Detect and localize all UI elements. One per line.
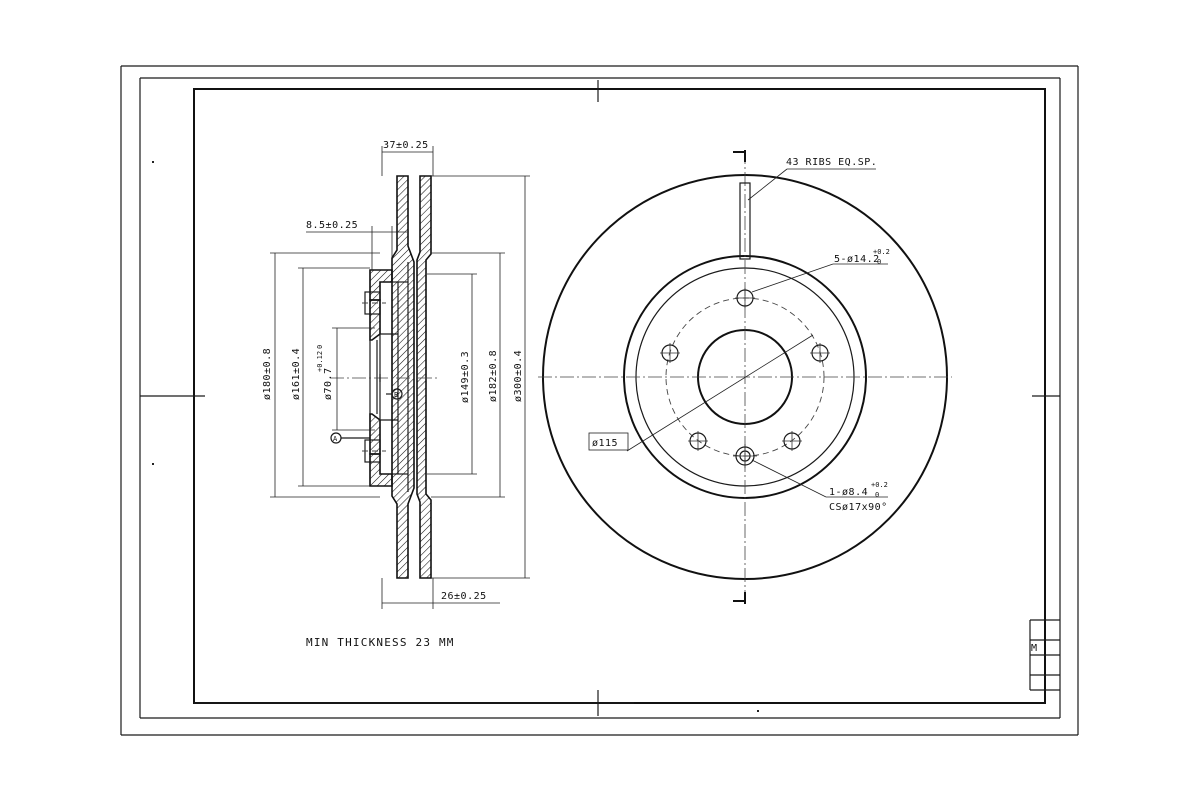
bolt-hole [735, 288, 755, 308]
dim-dia-70-tol-upper: +0.12 [316, 351, 324, 372]
dim-hub-depth: 26±0.25 [441, 591, 487, 602]
sheet-border [120, 65, 1079, 736]
bolt-holes-tol-lower: 0 [877, 258, 881, 266]
dim-dia-300: ø300±0.4 [513, 350, 524, 402]
locating-tol-upper: +0.2 [871, 481, 888, 489]
locating-hole-note: 1-ø8.4 [829, 487, 868, 498]
dim-dia-161: ø161±0.4 [291, 348, 302, 400]
dim-width-total: 37±0.25 [383, 140, 429, 151]
bolt-hole [660, 343, 680, 363]
ribs-note: 43 RIBS EQ.SP. [786, 157, 877, 168]
min-thickness-note: MIN THICKNESS 23 MM [306, 636, 455, 649]
dim-dia-149: ø149±0.3 [460, 351, 471, 403]
datum-a-label: A [333, 435, 338, 443]
pcd-note: ø115 [592, 438, 618, 449]
dim-dia-70: ø70.7 [323, 367, 334, 400]
front-view-annotations: 43 RIBS EQ.SP. 5-ø14.2 +0.2 0 ø115 1-ø8.… [588, 157, 890, 513]
datum-b-label: B [394, 391, 398, 399]
drawing-frame [140, 80, 1060, 716]
dim-dia-180: ø180±0.8 [262, 348, 273, 400]
locating-hole [733, 444, 757, 468]
bolt-hole [810, 343, 830, 363]
section-dimensions: 37±0.25 8.5±0.25 26±0.25 ø180±0.8 ø161±0… [262, 140, 530, 609]
dim-dia-182: ø182±0.8 [488, 350, 499, 402]
bolt-holes-tol-upper: +0.2 [873, 248, 890, 256]
title-block-fragment: M [1029, 619, 1060, 691]
dim-hat-offset: 8.5±0.25 [306, 220, 358, 231]
scan-specks [152, 161, 759, 712]
bolt-hole [688, 431, 708, 451]
front-view [538, 150, 952, 604]
bolt-hole [782, 431, 802, 451]
dim-dia-70-tol-lower: 0 [316, 345, 324, 349]
section-view: B A [330, 175, 440, 579]
countersink-note: CSø17x90° [829, 502, 888, 513]
locating-tol-lower: 0 [875, 491, 879, 499]
title-block-mark: M [1031, 643, 1038, 654]
bolt-holes-note: 5-ø14.2 [834, 254, 880, 265]
